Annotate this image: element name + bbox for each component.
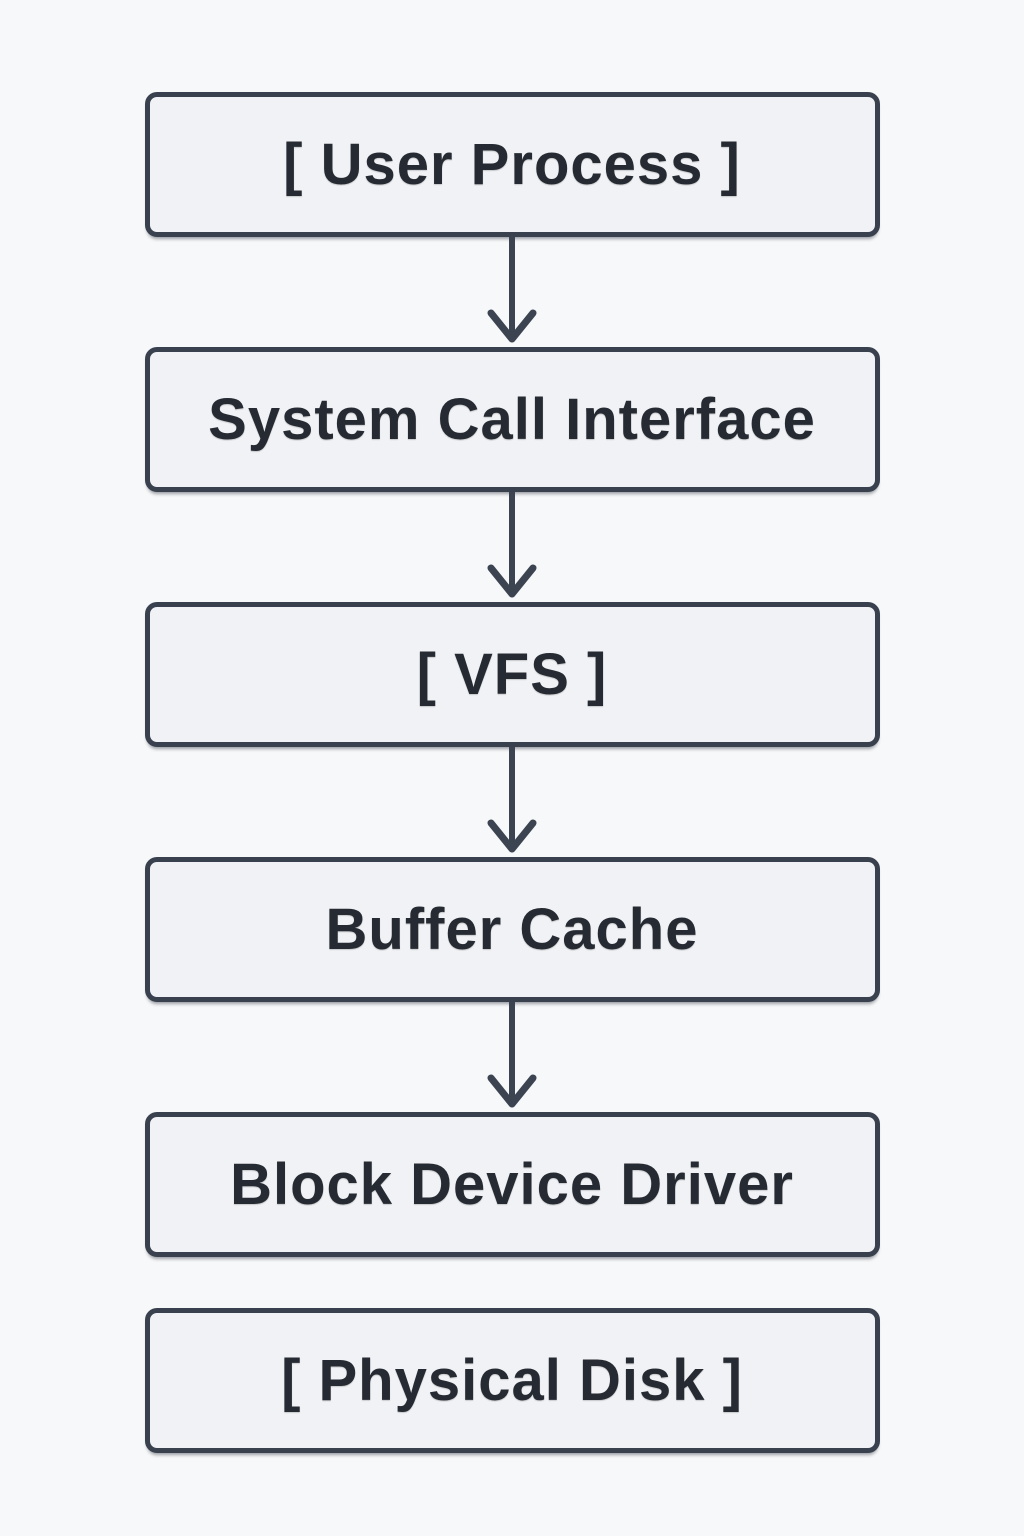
arrow-down-icon [487, 747, 537, 853]
node-label: [ User Process ] [283, 132, 741, 197]
arrow-down-icon [487, 1002, 537, 1108]
arrow-down-icon [487, 492, 537, 598]
node-label: System Call Interface [208, 387, 816, 452]
node-physical-disk: [ Physical Disk ] [144, 1308, 880, 1453]
node-buffer-cache: Buffer Cache [144, 857, 880, 1002]
node-gap [145, 1257, 880, 1308]
node-label: Buffer Cache [325, 897, 699, 962]
arrow-down-icon [487, 237, 537, 343]
node-label: [ Physical Disk ] [281, 1348, 743, 1413]
node-label: Block Device Driver [230, 1152, 794, 1217]
node-label: [ VFS ] [416, 642, 608, 707]
node-user-process: [ User Process ] [144, 92, 880, 237]
node-vfs: [ VFS ] [144, 602, 880, 747]
node-block-device-driver: Block Device Driver [144, 1112, 880, 1257]
node-system-call-interface: System Call Interface [144, 347, 880, 492]
